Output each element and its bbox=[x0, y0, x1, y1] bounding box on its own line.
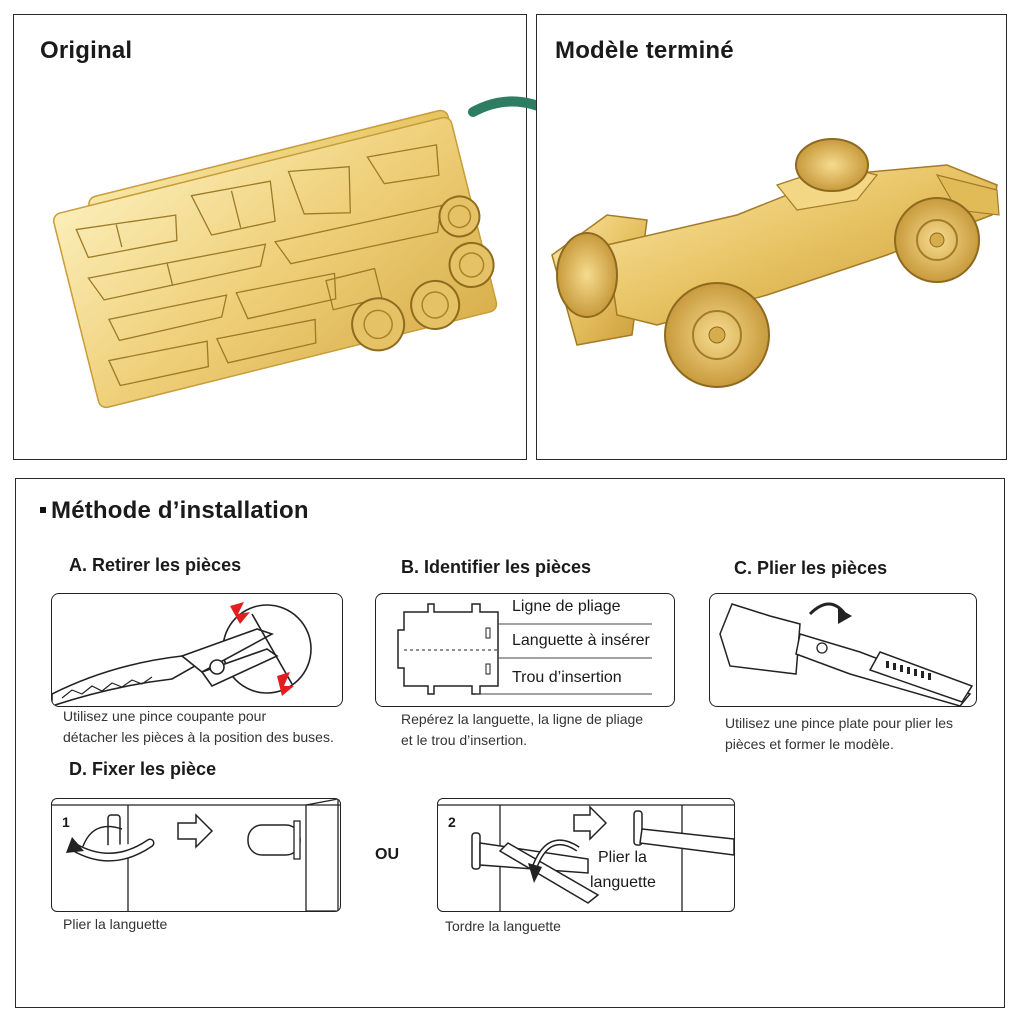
metal-sheets-image bbox=[52, 109, 498, 409]
step-d2-illustration: 2 Plier la languette bbox=[437, 798, 735, 912]
label-tab-to-insert: Languette à insérer bbox=[512, 632, 650, 649]
twist-tab-diagram bbox=[438, 804, 734, 911]
finished-panel: Modèle terminé bbox=[536, 14, 1007, 460]
flat-pliers-icon bbox=[719, 602, 974, 706]
step-a-illustration bbox=[51, 593, 343, 707]
step-d2-caption: Tordre la languette bbox=[445, 918, 561, 934]
step-d1-illustration: 1 bbox=[51, 798, 341, 912]
original-title: Original bbox=[40, 37, 133, 64]
step-d-number-2: 2 bbox=[448, 814, 456, 830]
installation-panel: Méthode d’installation A. Retirer les pi… bbox=[15, 478, 1005, 1008]
part-diagram bbox=[397, 603, 652, 695]
fold-tab-label-line2: languette bbox=[590, 874, 656, 891]
step-a-caption-line2: détacher les pièces à la position des bu… bbox=[63, 729, 334, 745]
installation-title: Méthode d’installation bbox=[40, 497, 309, 525]
step-b-illustration: Ligne de pliage Languette à insérer Trou… bbox=[375, 593, 675, 707]
step-c-illustration bbox=[709, 593, 977, 707]
label-insertion-hole: Trou d’insertion bbox=[512, 669, 622, 686]
cutter-pliers-icon bbox=[52, 602, 312, 706]
or-label: OU bbox=[375, 846, 399, 863]
step-d-number-1: 1 bbox=[62, 814, 70, 830]
finished-car-image bbox=[551, 138, 1000, 388]
step-c-caption-line2: pièces et former le modèle. bbox=[725, 736, 894, 752]
step-a-title: A. Retirer les pièces bbox=[69, 555, 242, 575]
step-c-caption-line1: Utilisez une pince plate pour plier les bbox=[725, 715, 954, 731]
fold-tab-label-line1: Plier la bbox=[598, 849, 647, 866]
step-c-title: C. Plier les pièces bbox=[734, 558, 888, 578]
step-b-caption-line2: et le trou d’insertion. bbox=[401, 732, 528, 748]
step-b-caption-line1: Repérez la languette, la ligne de pliage bbox=[401, 711, 644, 727]
step-d-title: D. Fixer les pièce bbox=[69, 759, 217, 779]
step-d1-caption: Plier la languette bbox=[63, 916, 168, 932]
original-panel: Original bbox=[13, 14, 527, 460]
finished-title: Modèle terminé bbox=[555, 37, 734, 64]
installation-title-text: Méthode d’installation bbox=[51, 497, 309, 524]
step-b-title: B. Identifier les pièces bbox=[401, 557, 592, 577]
bullet-icon bbox=[40, 506, 46, 513]
fold-tab-diagram bbox=[52, 799, 340, 911]
label-fold-line: Ligne de pliage bbox=[512, 598, 621, 615]
step-a-caption-line1: Utilisez une pince coupante pour bbox=[63, 708, 267, 724]
